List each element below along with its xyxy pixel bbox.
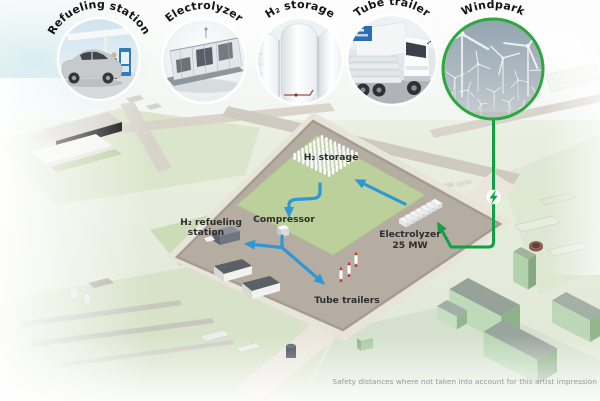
tube-trailer-photo bbox=[347, 15, 437, 105]
tube-trailer-markers bbox=[339, 251, 358, 282]
label-tube-trailers: Tube trailers bbox=[314, 295, 380, 306]
h2-storage-tank-grid bbox=[293, 134, 358, 178]
callouts: Refueling station bbox=[45, 0, 545, 121]
site-lawn bbox=[236, 134, 426, 256]
label-electrolyzer-1: Electrolyzer bbox=[379, 229, 441, 240]
lightning-bolt-icon bbox=[489, 189, 498, 205]
arrow-windpark-to-electrolyzer bbox=[437, 118, 495, 249]
callout-ring bbox=[345, 13, 439, 107]
callout-h2-storage: H₂ storage bbox=[255, 0, 345, 106]
label-electrolyzer-2: 25 MW bbox=[392, 240, 427, 251]
label-h2-refueling-2: station bbox=[188, 227, 224, 238]
callout-electrolyzer: Electrolyzer bbox=[160, 0, 248, 105]
callout-ring bbox=[255, 16, 345, 106]
h2-storage-photo bbox=[257, 18, 343, 104]
arrow-storage-to-compressor bbox=[284, 182, 322, 218]
callout-ring-windpark bbox=[441, 17, 545, 121]
warehouse-buildings bbox=[214, 259, 280, 299]
compressor-unit bbox=[277, 225, 289, 237]
label-h2-refueling-1: H₂ refueling bbox=[180, 217, 242, 228]
label-h2-storage: H₂ storage bbox=[304, 152, 359, 163]
refueling-station-building bbox=[204, 226, 240, 245]
arrow-compressor-to-tube-trailers bbox=[280, 245, 326, 285]
arrow-electrolyzer-to-storage bbox=[354, 179, 407, 206]
electrolyzer-photo bbox=[162, 19, 246, 103]
callout-ring bbox=[160, 17, 248, 105]
safety-disclaimer: Safety distances where not taken into ac… bbox=[332, 377, 597, 386]
lightning-badge bbox=[486, 189, 501, 205]
electrolyzer-units bbox=[398, 198, 443, 228]
label-compressor: Compressor bbox=[253, 214, 315, 225]
flows bbox=[244, 118, 501, 285]
callout-windpark: Windpark bbox=[441, 0, 545, 121]
callout-ring bbox=[56, 16, 142, 102]
site-labels: H₂ storage Compressor H₂ refueling stati… bbox=[180, 152, 441, 306]
